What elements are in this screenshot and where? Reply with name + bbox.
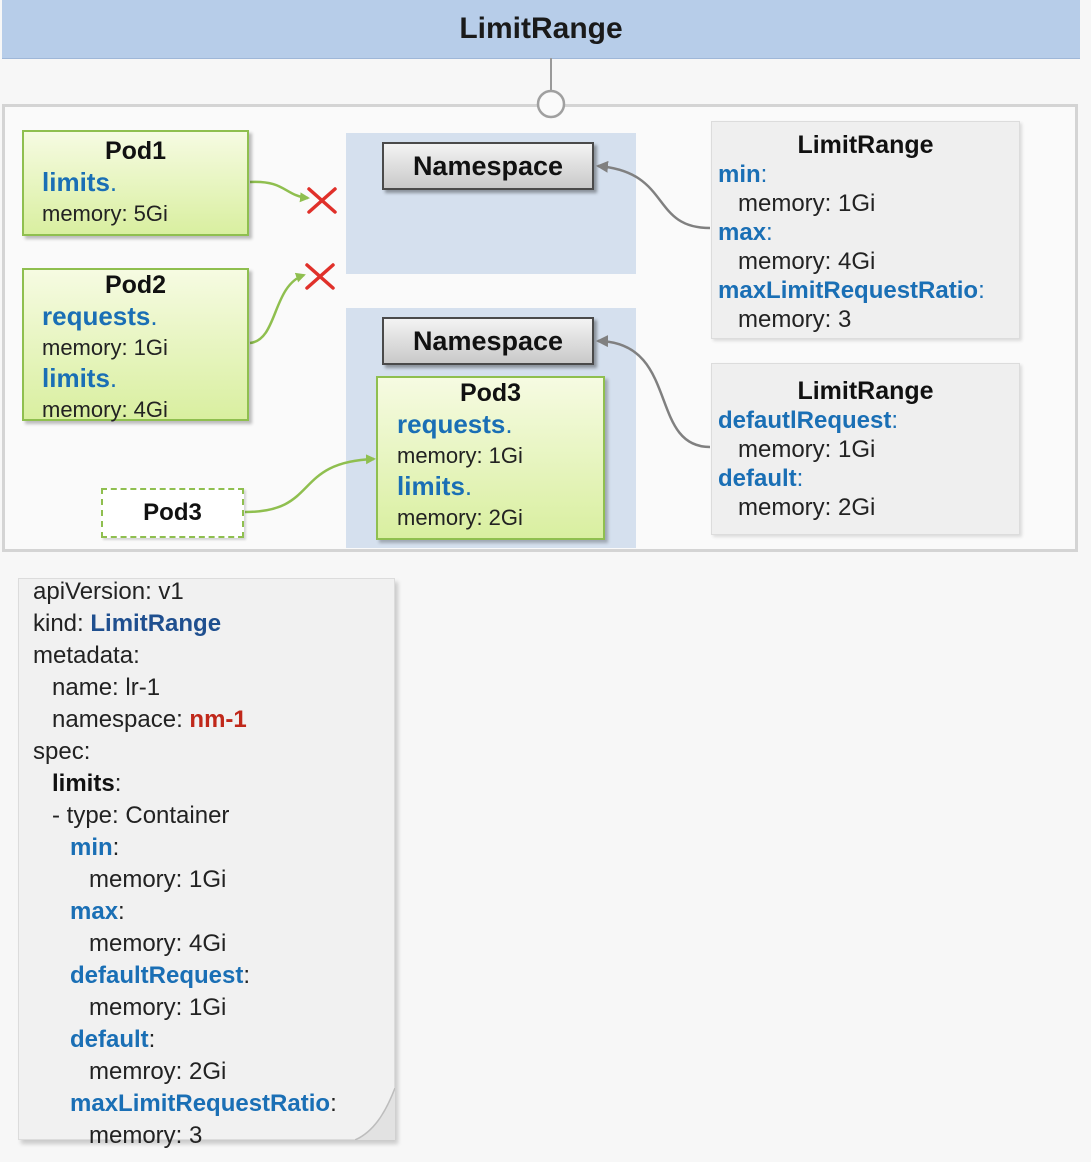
limitrange-box-1: LimitRange min: memory: 1Gi max: memory:…	[711, 121, 1020, 339]
yaml-line: apiVersion: v1	[33, 578, 184, 605]
yaml-line: max:	[70, 898, 125, 925]
lr-key: min	[718, 161, 761, 188]
pod2: Pod2 requests. memory: 1Gi limits. memor…	[22, 268, 249, 422]
pod1: Pod1 limits. memory: 5Gi	[22, 130, 249, 236]
yaml-line: spec:	[33, 738, 91, 765]
lr-value: memory: 1Gi	[738, 436, 876, 463]
pod3: Pod3 requests. memory: 1Gi limits. memor…	[376, 376, 605, 540]
yaml-line: memory: 3	[89, 1122, 203, 1149]
pod-name: Pod2	[104, 271, 167, 299]
lr-key: defautlRequest	[718, 407, 892, 434]
pod-name: Pod3	[459, 379, 522, 407]
lr-key: default	[718, 465, 797, 492]
lr-value: memory: 3	[738, 306, 852, 333]
pod-field-key: limits	[42, 167, 110, 197]
yaml-line: limits:	[52, 770, 122, 797]
yaml-line: memory: 1Gi	[89, 994, 227, 1021]
yaml-line: kind: LimitRange	[33, 610, 222, 637]
yaml-line: maxLimitRequestRatio:	[70, 1090, 337, 1117]
page-title: LimitRange	[2, 0, 1080, 59]
pod-field-value: memory: 4Gi	[42, 397, 168, 422]
lr-value: memory: 4Gi	[738, 248, 876, 275]
yaml-line: metadata:	[33, 642, 140, 669]
yaml-line: memroy: 2Gi	[89, 1058, 227, 1085]
yaml-line: min:	[70, 834, 120, 861]
yaml-line: memory: 1Gi	[89, 866, 227, 893]
pod-field-key: limits	[42, 363, 110, 393]
pod-field-value: memory: 2Gi	[397, 505, 523, 530]
lr-key: maxLimitRequestRatio	[718, 277, 979, 304]
pod-field-value: memory: 1Gi	[42, 335, 168, 360]
yaml-line: memory: 4Gi	[89, 930, 227, 957]
pod-field-key: requests	[42, 301, 151, 331]
pod-name: Pod1	[104, 137, 167, 165]
yaml-line: name: lr-1	[52, 674, 161, 701]
limitrange-title: LimitRange	[797, 377, 934, 405]
lr-value: memory: 2Gi	[738, 494, 876, 521]
page-curl-icon	[355, 1088, 395, 1140]
limitrange-title: LimitRange	[797, 131, 934, 159]
yaml-line: default:	[70, 1026, 156, 1053]
namespace-1: Namespace	[382, 142, 594, 190]
yaml-document: apiVersion: v1 kind: LimitRange metadata…	[18, 578, 395, 1149]
pod-field-key: requests	[397, 409, 506, 439]
limitrange-box-2: LimitRange defautlRequest: memory: 1Gi d…	[711, 363, 1020, 535]
pod3-pending: Pod3	[101, 488, 244, 538]
lr-value: memory: 1Gi	[738, 190, 876, 217]
pod-field-value: memory: 1Gi	[397, 443, 523, 468]
yaml-line: - type: Container	[52, 802, 230, 829]
lr-key: max	[718, 219, 767, 246]
pod-field-key: limits	[397, 471, 465, 501]
yaml-line: namespace: nm-1	[52, 706, 247, 733]
yaml-line: defaultRequest:	[70, 962, 251, 989]
pod-field-value: memory: 5Gi	[42, 201, 168, 226]
namespace-2: Namespace	[382, 317, 594, 365]
